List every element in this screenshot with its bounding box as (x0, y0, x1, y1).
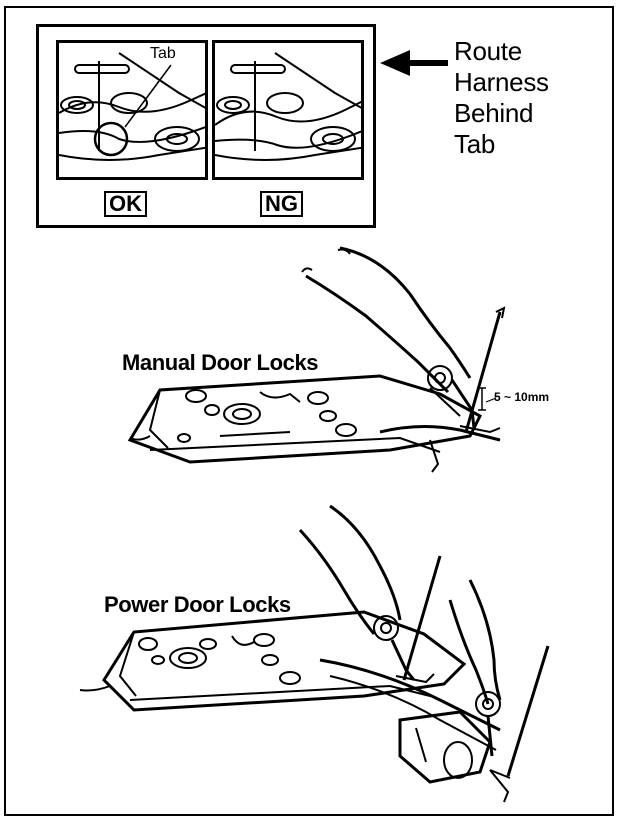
route-line-2: Harness (454, 67, 549, 97)
ok-panel-drawing (59, 52, 205, 161)
figure-frame (4, 6, 614, 816)
ng-panel (212, 40, 364, 180)
manual-door-locks-caption: Manual Door Locks (122, 350, 319, 375)
route-line-3: Behind (454, 98, 534, 128)
manual-lock-drawing (127, 246, 506, 473)
inset-box (36, 24, 376, 228)
power-door-locks-caption: Power Door Locks (104, 592, 291, 617)
dimension-label: 5 ~ 10mm (494, 390, 550, 404)
ng-label: NG (260, 191, 303, 217)
route-note: Route Harness Behind Tab (454, 36, 549, 160)
ok-label: OK (104, 191, 147, 217)
route-arrow (380, 50, 448, 76)
ok-panel (56, 40, 208, 180)
tab-label: Tab (150, 45, 176, 62)
power-lock-drawing (79, 504, 550, 803)
route-line-1: Route (454, 36, 522, 66)
ng-panel-drawing (215, 52, 361, 161)
route-line-4: Tab (454, 129, 496, 159)
